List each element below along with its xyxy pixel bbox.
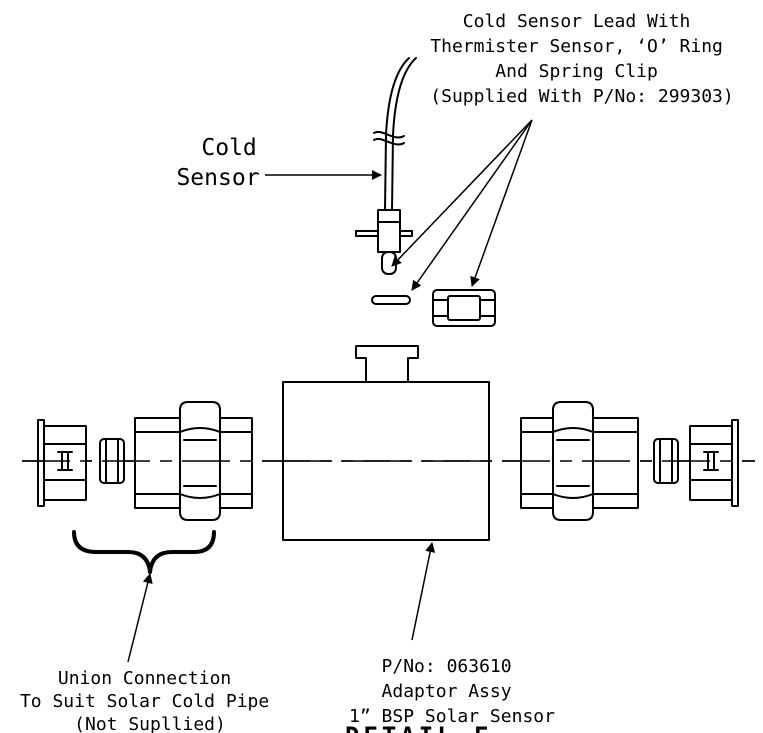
adaptor-body: [282, 345, 490, 541]
cold-sensor-lead-label: Cold Sensor Lead With Thermister Sensor,…: [430, 11, 733, 107]
adaptor-assy-label: P/No: 063610 Adaptor Assy 1” BSP Solar S…: [349, 656, 555, 727]
right-union-set: [520, 401, 739, 521]
union-connection-label: Union Connection To Suit Solar Cold Pipe…: [20, 668, 280, 733]
union-brace: [72, 530, 216, 574]
o-ring-part: [371, 295, 411, 305]
spring-clip-part: [432, 289, 496, 327]
leader-lines: [127, 119, 533, 663]
detail-title: DETAIL E: [345, 722, 493, 733]
cold-sensor-label: Cold Sensor: [176, 135, 270, 191]
cold-sensor-probe: [355, 57, 417, 275]
